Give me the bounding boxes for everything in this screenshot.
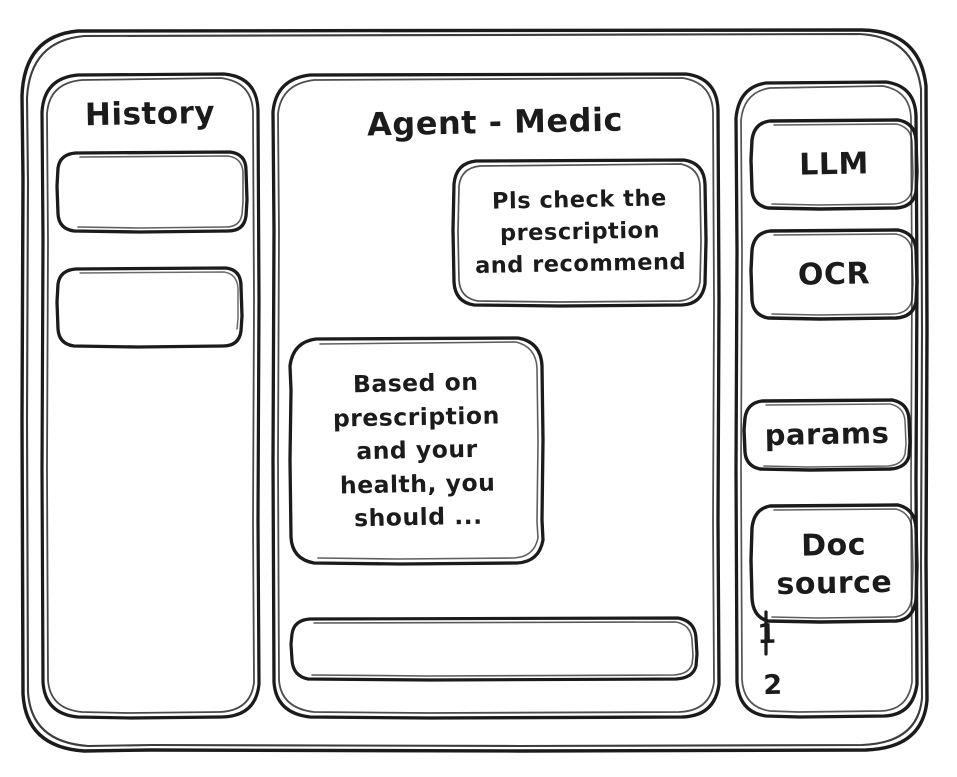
tool-button-llm[interactable]: LLM <box>798 145 870 183</box>
agent-message-line-4: health, you <box>339 468 496 500</box>
agent-message-line-5: should ... <box>353 502 483 533</box>
agent-message-line-2: prescription <box>332 401 501 433</box>
history-item-2[interactable] <box>58 268 240 347</box>
tool-button-ocr[interactable]: OCR <box>797 255 871 293</box>
history-panel-title: History <box>84 94 216 134</box>
doc-source-label-line-2: source <box>776 564 893 603</box>
user-message-line-3: and recommend <box>474 248 687 279</box>
user-message-line-2: prescription <box>499 217 661 247</box>
user-message-bubble: Pls check the prescription and recommend <box>454 158 707 309</box>
user-message-line-1: Pls check the <box>491 185 667 215</box>
message-input[interactable] <box>292 618 696 678</box>
tool-button-params[interactable]: params <box>764 415 890 453</box>
agent-message-bubble: Based on prescription and your health, y… <box>290 336 544 567</box>
agent-message-line-3: and your <box>356 435 478 466</box>
tool-button-doc-source[interactable]: Doc source <box>751 503 917 626</box>
agent-message-line-1: Based on <box>352 367 479 399</box>
doc-source-item-1[interactable]: 1 <box>757 618 777 650</box>
history-item-1[interactable] <box>58 152 246 232</box>
doc-source-label-line-1: Doc <box>800 526 867 564</box>
page-title: Agent - Medic <box>366 100 624 144</box>
doc-source-item-2[interactable]: 2 <box>763 669 783 701</box>
